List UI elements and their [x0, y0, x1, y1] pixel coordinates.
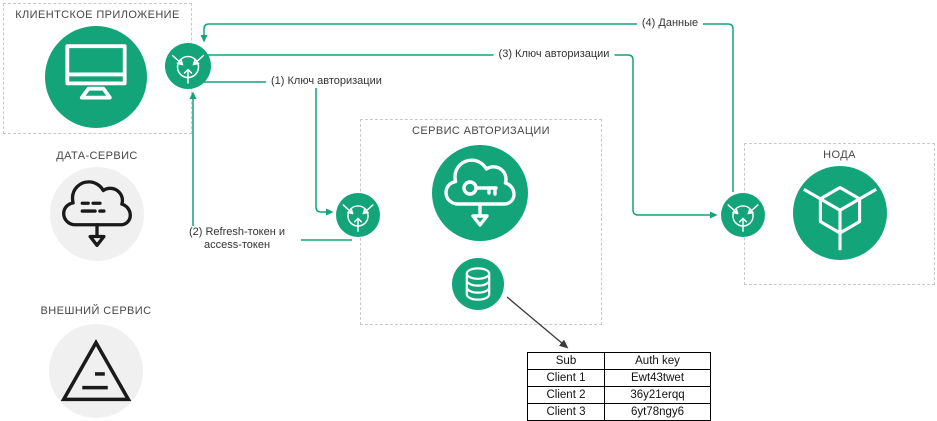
- data-service-node: [50, 167, 144, 261]
- node-group-label: НОДА: [823, 149, 856, 161]
- table-header-authkey: Auth key: [604, 352, 711, 370]
- api-gateway-icon: [342, 204, 374, 232]
- table-cell-sub: Client 1: [527, 369, 605, 387]
- arrow-2-label: (2) Refresh-токен и access-токен: [173, 226, 301, 252]
- auth-gateway: [336, 193, 380, 237]
- arrow-1-auth-key: [190, 81, 334, 216]
- arrow-2-label-line1: (2) Refresh-токен и: [188, 226, 286, 238]
- monitor-icon: [65, 44, 127, 100]
- arrow-2-label-line2: access-токен: [203, 239, 271, 251]
- node-node: [793, 166, 887, 260]
- client-app-group-label: КЛИЕНТСКОЕ ПРИЛОЖЕНИЕ: [15, 9, 180, 21]
- cube-icon: [802, 185, 878, 251]
- external-service-node: [49, 324, 143, 418]
- data-service-label: ДАТА-СЕРВИС: [56, 150, 138, 162]
- cloud-data-icon: [62, 180, 132, 247]
- client-app-node: [45, 26, 147, 128]
- arrow-4-data: [200, 23, 734, 192]
- arrow-1-label: (1) Ключ авторизации: [266, 75, 387, 88]
- cloud-key-icon: [444, 158, 516, 227]
- api-gateway-icon: [727, 204, 759, 232]
- client-gateway: [165, 43, 211, 89]
- table-cell-key: 36y21erqq: [604, 386, 711, 404]
- api-gateway-icon: [171, 54, 205, 84]
- auth-db-node: [452, 258, 504, 310]
- external-service-label: ВНЕШНИЙ СЕРВИС: [40, 305, 152, 317]
- node-gateway: [721, 193, 765, 237]
- auth-service-group-label: СЕРВИС АВТОРИЗАЦИИ: [412, 125, 550, 137]
- table-row: Client 3 6yt78ngy6: [527, 403, 711, 421]
- db-to-table-arrow: [506, 296, 569, 349]
- arrow-3-label: (3) Ключ авторизации: [493, 48, 615, 61]
- table-header-row: Sub Auth key: [527, 352, 711, 370]
- table-cell-sub: Client 3: [527, 403, 605, 421]
- arrow-3-auth-key: [190, 54, 718, 219]
- table-cell-key: Ewt43twet: [604, 369, 711, 387]
- triangle-icon: [60, 339, 132, 402]
- arrow-4-label: (4) Данные: [636, 17, 704, 30]
- database-icon: [465, 267, 491, 301]
- table-row: Client 1 Ewt43twet: [527, 369, 711, 387]
- table-cell-key: 6yt78ngy6: [604, 403, 711, 421]
- table-row: Client 2 36y21erqq: [527, 386, 711, 404]
- table-cell-sub: Client 2: [527, 386, 605, 404]
- auth-key-table: Sub Auth key Client 1 Ewt43twet Client 2…: [527, 352, 711, 421]
- arrow-2-refresh-access-token: [189, 91, 352, 241]
- table-header-sub: Sub: [527, 352, 605, 370]
- auth-service-node: [432, 145, 528, 241]
